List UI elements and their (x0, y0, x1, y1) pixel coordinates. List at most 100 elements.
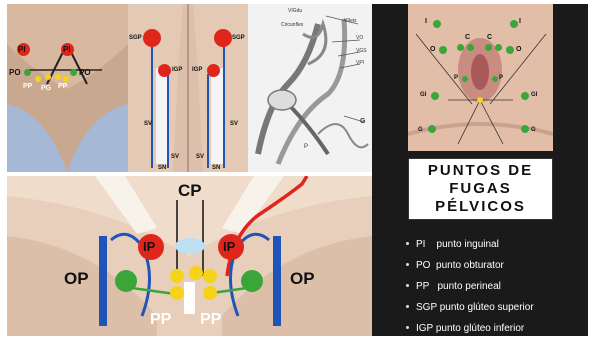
pp-right-label: PP (58, 83, 67, 90)
legend: PI punto inguinal PO punto obturator PP … (406, 239, 586, 344)
large-pp-right-label: PP (200, 311, 221, 329)
pp-right-dot (63, 76, 69, 82)
large-pp-dot-4 (170, 286, 184, 300)
perineum-dot-c-left-1 (457, 44, 464, 51)
perineum-label-p-right: P (499, 75, 503, 81)
perineum-dot-p-left (462, 76, 468, 82)
sn-right-label: SN (212, 165, 220, 171)
perineum-dot-o-right (506, 46, 514, 54)
po-right-label: PO (79, 68, 91, 77)
panel-back-legs: SGP SGP IGP IGP SV SV SV SV SN SN (128, 4, 248, 172)
legend-item-pi: PI punto inguinal (406, 239, 586, 260)
vein-label-right-1: VO (356, 35, 363, 41)
panel-vein-drawing: VIGdu Circunflex VIIeis VO VGS VPI G P (248, 4, 372, 172)
large-op-right-label: OP (290, 269, 315, 289)
large-pp-dot-1 (170, 269, 184, 283)
po-left-label: PO (9, 68, 21, 77)
legend-bullet-icon (406, 305, 409, 308)
title-line-3: PÉLVICOS (409, 198, 552, 215)
perineum-label-gi-right: GI (531, 92, 537, 98)
vein-label-top-right: VIIeis (344, 18, 357, 24)
large-ip-left-label: IP (143, 239, 155, 254)
pp-mid-dot-2 (55, 74, 61, 80)
large-po-right-dot (241, 270, 263, 292)
title-line-1: PUNTOS DE (409, 162, 552, 179)
perineum-label-i-left: I (425, 18, 427, 25)
perineum-label-g-left: G (418, 127, 423, 133)
perineum-dot-o-left (439, 46, 447, 54)
vein-label-bottom: P (304, 144, 308, 150)
large-pp-dot-5 (203, 286, 217, 300)
large-pp-dot-2 (189, 266, 203, 280)
large-pp-dot-3 (203, 269, 217, 283)
perineum-label-p-left: P (454, 75, 458, 81)
perineum-dot-p-right (492, 76, 498, 82)
sn-left-label: SN (158, 165, 166, 171)
perineum-dot-c-right-2 (495, 44, 502, 51)
panel-front-small: PI PI PO PO PP PP PG (7, 4, 128, 172)
perineum-label-i-right: I (519, 18, 521, 25)
sv-label-2: SV (171, 154, 179, 160)
legend-text: PP punto perineal (416, 281, 501, 292)
perineum-label-c-right: C (487, 34, 492, 41)
igp-right-dot (207, 64, 220, 77)
panel-large-front: CP IP IP OP OP PP PP (7, 176, 372, 336)
igp-left-label: IGP (172, 67, 182, 73)
vein-label-right-3: VPI (356, 60, 364, 66)
perineum-dot-i-right (510, 20, 518, 28)
large-cp-label: CP (178, 181, 202, 201)
title-line-2: FUGAS (409, 180, 552, 197)
sv-label-4: SV (230, 121, 238, 127)
pi-left-label: PI (18, 45, 26, 54)
legend-bullet-icon (406, 326, 409, 329)
legend-text: PI punto inguinal (416, 239, 499, 250)
sgp-right-dot (214, 29, 232, 47)
large-op-left-label: OP (64, 269, 89, 289)
sgp-left-label: SGP (129, 35, 142, 41)
vein-label-bottom-right: G (360, 118, 365, 125)
legend-text: PO punto obturator (416, 260, 504, 271)
vein-label-top-mid: Circunflex (281, 22, 303, 28)
perineum-label-o-left: O (430, 46, 435, 53)
perineum-dot-i-left (433, 20, 441, 28)
perineum-label-g-right: G (531, 127, 536, 133)
legend-bullet-icon (406, 263, 409, 266)
perineum-dot-gi-right (521, 92, 529, 100)
perineum-dot-gi-left (431, 92, 439, 100)
legend-item-po: PO punto obturator (406, 260, 586, 281)
sv-label-1: SV (144, 121, 152, 127)
legend-item-sgp: SGP punto glúteo superior (406, 302, 586, 323)
perineum-dot-g-right (521, 125, 529, 133)
perineum-label-o-right: O (516, 46, 521, 53)
legend-item-pp: PP punto perineal (406, 281, 586, 302)
legend-bullet-icon (406, 242, 409, 245)
sgp-left-dot (143, 29, 161, 47)
igp-left-dot (158, 64, 171, 77)
perineum-dot-center (477, 97, 483, 103)
vein-label-top-left: VIGdu (288, 8, 302, 14)
legend-item-igp: IGP punto glúteo inferior (406, 323, 586, 344)
pi-right-label: PI (63, 45, 71, 54)
vein-drawing-illustration (248, 4, 372, 172)
perineum-dot-c-left-2 (467, 44, 474, 51)
pp-mid-dot-1 (45, 74, 51, 80)
po-right-dot (70, 69, 77, 76)
perineum-dot-c-right-1 (485, 44, 492, 51)
igp-right-label: IGP (192, 67, 202, 73)
vein-label-right-2: VGS (356, 48, 367, 54)
pp-left-dot (35, 76, 41, 82)
pg-label: PG (41, 85, 51, 92)
perineum-label-c-left: C (465, 34, 470, 41)
large-po-left-dot (115, 270, 137, 292)
legend-text: SGP punto glúteo superior (416, 302, 534, 313)
title-box: PUNTOS DE FUGAS PÉLVICOS (408, 158, 553, 220)
large-pp-left-label: PP (150, 311, 171, 329)
perineum-label-gi-left: GI (420, 92, 426, 98)
perineum-dot-g-left (428, 125, 436, 133)
legend-text: IGP punto glúteo inferior (416, 323, 524, 334)
po-left-dot (24, 69, 31, 76)
pp-left-label: PP (23, 83, 32, 90)
back-legs-drawing (128, 4, 248, 172)
large-ip-right-label: IP (223, 239, 235, 254)
legend-bullet-icon (406, 284, 409, 287)
